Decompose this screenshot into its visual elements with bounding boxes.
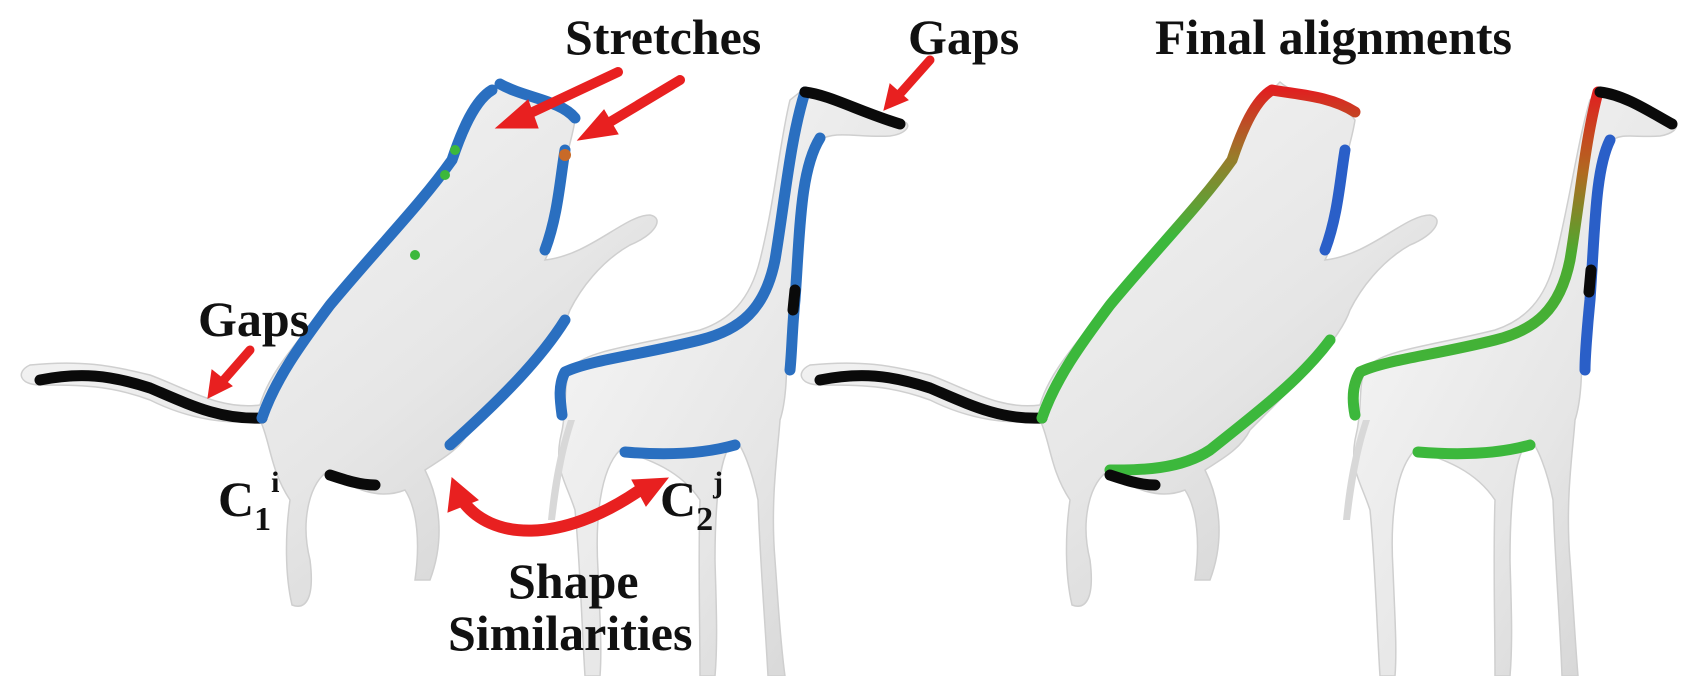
giraffe-contour-gap-neck — [793, 290, 795, 310]
giraffe-final-gap-neck — [1589, 270, 1591, 292]
stretches-arrow-2-head — [578, 110, 618, 140]
stretch-marker-1 — [450, 145, 460, 155]
stretch-marker-2 — [440, 170, 450, 180]
gaps-left-arrow — [222, 350, 250, 382]
giraffe-model-right — [1343, 88, 1677, 676]
stretch-marker-4 — [559, 149, 571, 161]
right-panel — [801, 82, 1676, 676]
c2-base: C — [660, 471, 696, 527]
c1-superscript: i — [271, 466, 279, 499]
c2-superscript: j — [713, 466, 723, 499]
gaps-top-label: Gaps — [908, 12, 1019, 62]
giraffe-body-right — [1354, 88, 1677, 676]
shape-similarities-line2: Similarities — [448, 608, 692, 658]
c1-label: C1i — [218, 468, 279, 537]
final-alignments-label: Final alignments — [1155, 12, 1512, 62]
gaps-top-arrow — [898, 60, 930, 96]
c2-label: C2j — [660, 468, 723, 537]
c2-subscript: 2 — [696, 501, 713, 538]
c1-base: C — [218, 471, 254, 527]
stretches-arrow-2 — [600, 80, 680, 128]
stretch-marker-3 — [410, 250, 420, 260]
stretches-label: Stretches — [565, 12, 761, 62]
gaps-left-label: Gaps — [198, 294, 309, 344]
shape-similarities-line1: Shape — [508, 556, 639, 606]
c1-subscript: 1 — [254, 501, 271, 538]
left-panel — [21, 60, 930, 676]
